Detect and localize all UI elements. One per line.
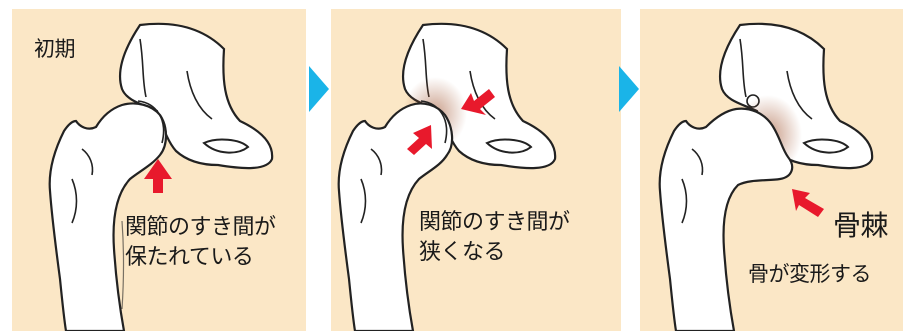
caption-line-1: 関節のすき間が <box>125 215 276 241</box>
hip-joint-illustration <box>331 9 621 331</box>
right-triangle-icon <box>619 66 639 112</box>
femur-bone <box>660 109 792 331</box>
bone-spur-label: 骨棘 <box>833 209 888 243</box>
stage-label-early: 初期 <box>34 37 75 62</box>
caption-line-2: 狭くなる <box>419 240 505 266</box>
panel-early-stage: 初期 関節のすき間が 保たれている <box>12 9 306 331</box>
caption-line-1: 関節のすき間が <box>419 210 570 236</box>
bone-deform-caption: 骨が変形する <box>748 262 871 287</box>
panel-deformation-stage: 骨棘 骨が変形する <box>640 9 903 331</box>
panel-narrowing-stage: 関節のすき間が 狭くなる <box>331 9 621 331</box>
caption-line-2: 保たれている <box>125 245 253 271</box>
right-triangle-icon <box>309 66 329 112</box>
red-arrow-icon <box>792 189 824 217</box>
